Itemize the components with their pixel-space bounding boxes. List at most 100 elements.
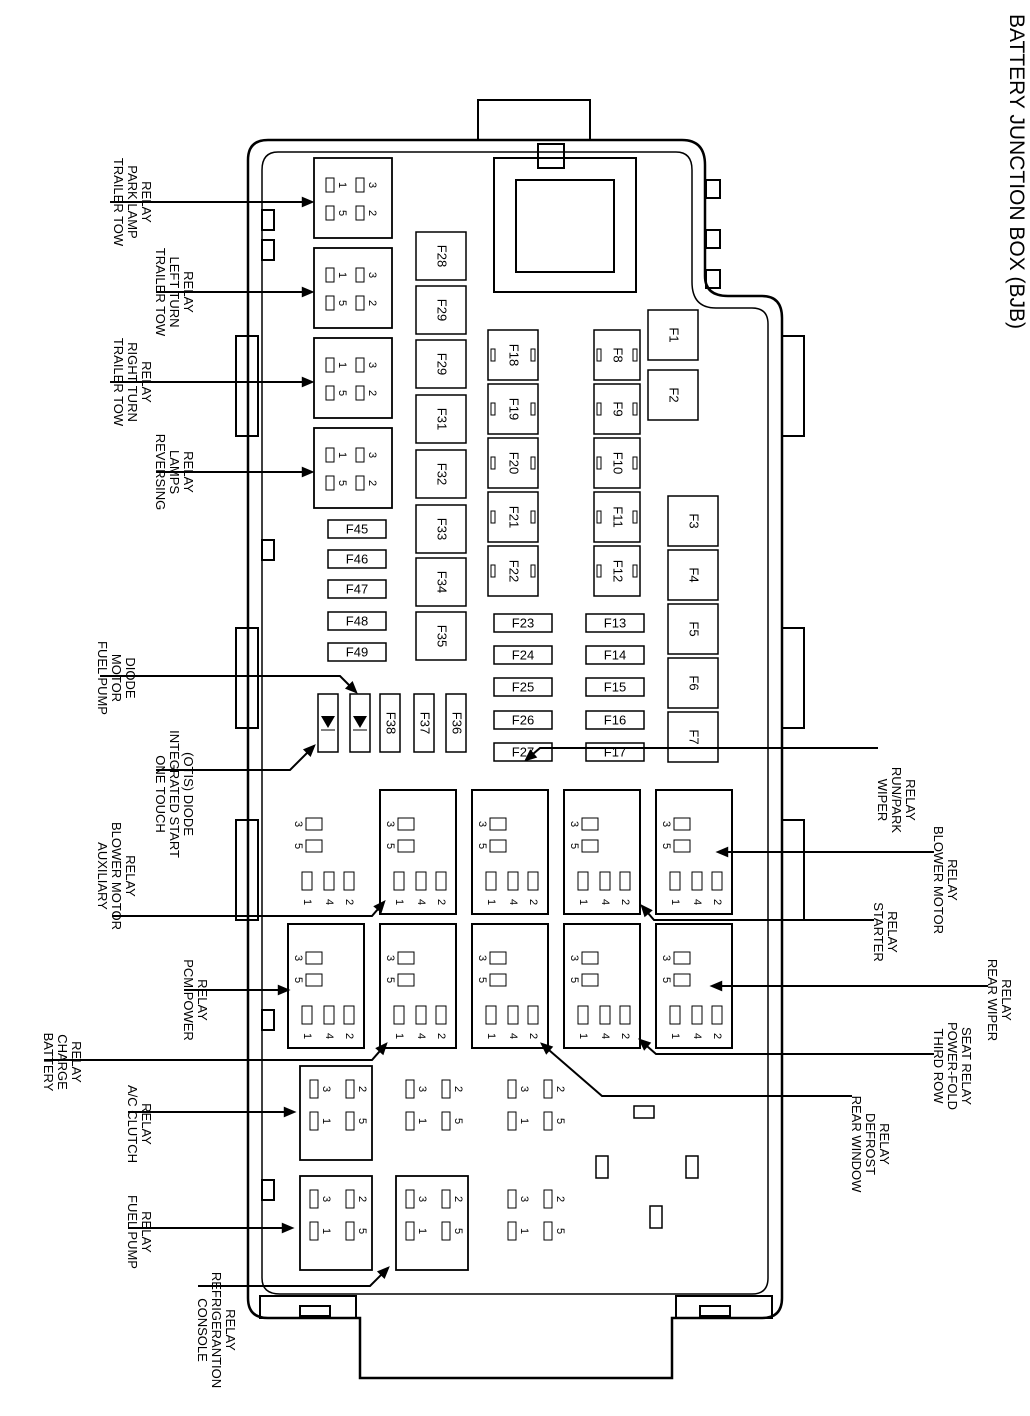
- relay-housing: [563, 789, 641, 915]
- arrow-head: [709, 980, 723, 992]
- pin-number: 1: [393, 1033, 405, 1039]
- relay-terminal: [397, 839, 415, 853]
- pin-number: 2: [435, 899, 447, 905]
- fuse-terminal: [490, 348, 496, 362]
- fuse-label: F10: [611, 452, 626, 474]
- relay-terminal: [393, 871, 405, 891]
- relay-terminal: [691, 871, 703, 891]
- fuse-box: [379, 693, 401, 753]
- fuse-terminal: [530, 564, 536, 578]
- arrow-head: [301, 286, 315, 298]
- relay-terminal: [355, 447, 365, 463]
- label-line: FUEL PUMP: [125, 1195, 140, 1269]
- relay-terminal: [507, 1005, 519, 1025]
- relay-terminal: [325, 385, 335, 401]
- pin-number: 2: [452, 1196, 464, 1202]
- arrow-head: [301, 466, 315, 478]
- label-line: CONSOLE: [195, 1298, 210, 1362]
- page-title: BATTERY JUNCTION BOX (BJB): [1005, 14, 1028, 329]
- relay-terminal: [673, 973, 691, 987]
- fuse-label: F49: [346, 644, 368, 659]
- pin-number: 2: [356, 1086, 368, 1092]
- fuse-label: F45: [346, 521, 368, 536]
- pin-number: 5: [356, 1118, 368, 1124]
- pin-number: 1: [301, 1033, 313, 1039]
- pin-number: 5: [568, 977, 580, 983]
- relay-terminal: [325, 177, 335, 193]
- fuse-label: F29: [435, 353, 450, 375]
- pin-number: 2: [527, 1033, 539, 1039]
- relay-terminal: [669, 1005, 681, 1025]
- pin-number: 1: [577, 1033, 589, 1039]
- fuse-box: [415, 285, 467, 335]
- relay-terminal: [397, 973, 415, 987]
- fuse-box: [487, 437, 539, 489]
- label-line: RELAY: [223, 1309, 238, 1351]
- fuse-terminal: [632, 510, 638, 524]
- relay-terminal: [323, 871, 335, 891]
- fuse-box: [667, 657, 719, 709]
- fuse-terminal: [596, 402, 602, 416]
- relay-terminal: [489, 839, 507, 853]
- pin-number: 1: [518, 1228, 530, 1234]
- pin-number: 3: [366, 272, 378, 278]
- relay-housing: [299, 1175, 373, 1271]
- label-line: RELAY: [139, 1103, 154, 1145]
- relay-terminal: [435, 871, 447, 891]
- label-line: RUN/PARK: [889, 767, 904, 834]
- pin-number: 1: [485, 1033, 497, 1039]
- pin-number: 3: [292, 821, 304, 827]
- fuse-label: F18: [507, 344, 522, 366]
- pin-number: 5: [554, 1228, 566, 1234]
- label-line: WIPER: [875, 779, 890, 822]
- relay-terminal: [691, 1005, 703, 1025]
- relay-terminal: [581, 951, 599, 965]
- relay-terminal: [343, 1005, 355, 1025]
- pin-number: 1: [336, 362, 348, 368]
- relay-terminal: [355, 295, 365, 311]
- fuse-label: F38: [384, 712, 399, 734]
- relay-terminal: [355, 267, 365, 283]
- fuse-terminal: [530, 348, 536, 362]
- pin-number: 1: [336, 452, 348, 458]
- pin-number: 2: [366, 300, 378, 306]
- fuse-label: F7: [687, 729, 702, 744]
- relay-terminal: [415, 871, 427, 891]
- label-line: RELAY: [885, 911, 900, 953]
- arrow-head: [283, 1106, 297, 1118]
- pin-number: 1: [393, 899, 405, 905]
- arrow-head: [376, 1266, 390, 1280]
- relay-terminal: [305, 839, 323, 853]
- pin-number: 5: [476, 843, 488, 849]
- fuse-box: [415, 449, 467, 499]
- arrow-head: [715, 846, 729, 858]
- relay-terminal: [305, 973, 323, 987]
- relay-terminal: [325, 205, 335, 221]
- relay-terminal: [397, 817, 415, 831]
- fuse-box: [667, 549, 719, 601]
- fuse-label: F21: [507, 506, 522, 528]
- pin-number: 4: [599, 1033, 611, 1039]
- arrow-head: [301, 196, 315, 208]
- pin-number: 3: [518, 1196, 530, 1202]
- relay-terminal: [507, 1189, 517, 1209]
- relay-housing: [313, 157, 393, 239]
- fuse-terminal: [632, 348, 638, 362]
- label-line: PCM POWER: [181, 959, 196, 1041]
- pin-number: 5: [336, 390, 348, 396]
- fuse-box: [585, 677, 645, 697]
- diode-symbol: [353, 716, 367, 728]
- arrow-head: [375, 1042, 388, 1056]
- relay-terminal: [711, 871, 723, 891]
- pin-number: 5: [660, 843, 672, 849]
- label-line: BLOWER MOTOR: [931, 826, 946, 934]
- arrow-wiper-run-park: [525, 747, 878, 761]
- pin-number: 2: [343, 1033, 355, 1039]
- relay-terminal: [673, 839, 691, 853]
- spare-terminal: [685, 1155, 699, 1179]
- label-line: MOTOR: [109, 654, 124, 702]
